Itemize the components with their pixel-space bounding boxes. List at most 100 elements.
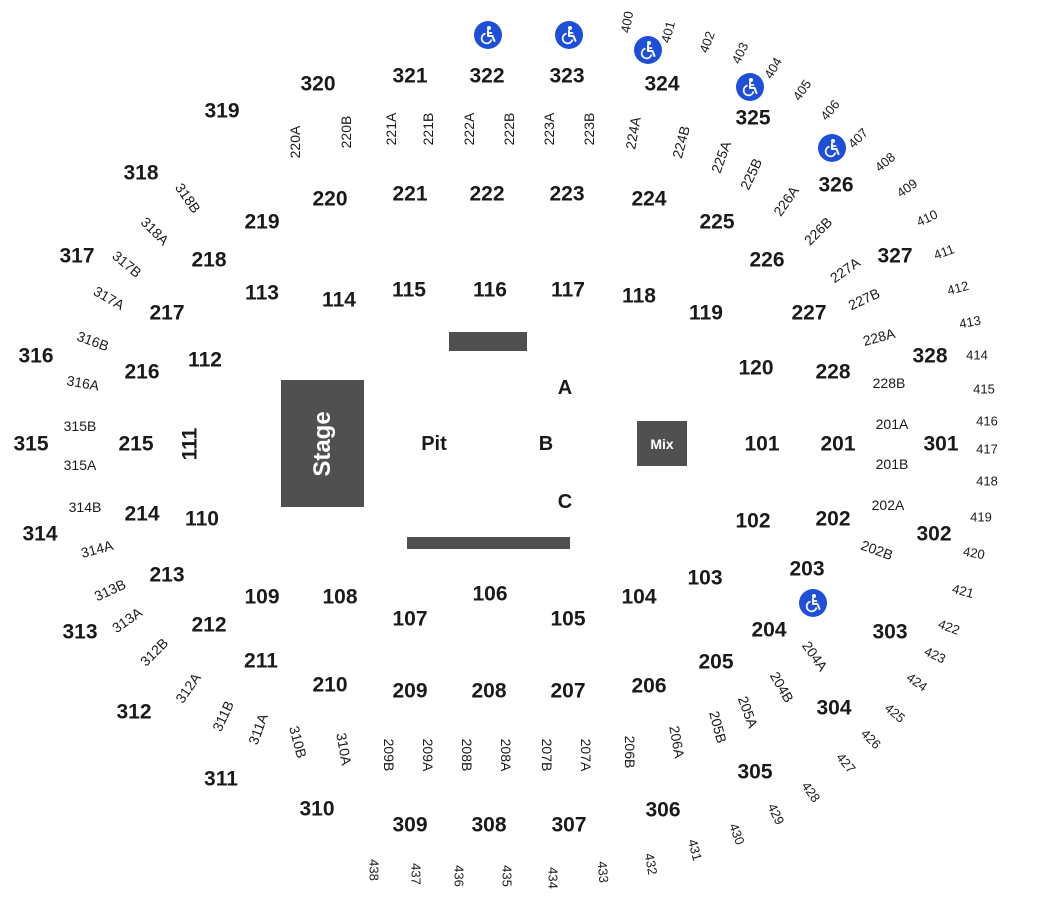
section-409[interactable]: 409 — [893, 175, 921, 201]
section-202[interactable]: 202 — [815, 507, 851, 531]
section-400[interactable]: 400 — [617, 10, 637, 34]
section-212[interactable]: 212 — [191, 613, 227, 637]
section-101[interactable]: 101 — [744, 432, 780, 456]
section-223b[interactable]: 223B — [581, 112, 597, 146]
section-327[interactable]: 327 — [877, 244, 913, 268]
section-113[interactable]: 113 — [245, 281, 279, 305]
section-222a[interactable]: 222A — [461, 112, 477, 146]
section-325[interactable]: 325 — [735, 106, 771, 130]
section-428[interactable]: 428 — [798, 778, 824, 806]
section-304[interactable]: 304 — [816, 696, 852, 720]
section-311b[interactable]: 311B — [209, 698, 237, 734]
section-312[interactable]: 312 — [116, 700, 152, 724]
section-315[interactable]: 315 — [13, 432, 49, 456]
section-107[interactable]: 107 — [392, 607, 428, 631]
section-109[interactable]: 109 — [244, 585, 280, 609]
section-319[interactable]: 319 — [204, 99, 240, 123]
section-115[interactable]: 115 — [392, 278, 426, 302]
section-209[interactable]: 209 — [392, 679, 428, 703]
wheelchair-icon[interactable] — [474, 21, 502, 49]
section-227[interactable]: 227 — [791, 301, 827, 325]
section-427[interactable]: 427 — [833, 749, 859, 777]
section-302[interactable]: 302 — [916, 522, 952, 546]
section-310[interactable]: 310 — [299, 797, 335, 821]
section-215[interactable]: 215 — [118, 432, 154, 456]
floor-section-b[interactable]: B — [538, 433, 554, 455]
section-323[interactable]: 323 — [549, 64, 585, 88]
section-307[interactable]: 307 — [551, 813, 587, 837]
section-201a[interactable]: 201A — [875, 416, 909, 432]
section-313a[interactable]: 313A — [109, 604, 145, 636]
section-411[interactable]: 411 — [931, 241, 957, 263]
section-303[interactable]: 303 — [872, 620, 908, 644]
section-414[interactable]: 414 — [966, 347, 988, 363]
section-406[interactable]: 406 — [817, 96, 843, 124]
floor-pit[interactable]: Pit — [421, 433, 447, 455]
section-224a[interactable]: 224A — [622, 115, 644, 151]
section-205[interactable]: 205 — [698, 650, 734, 674]
section-316b[interactable]: 316B — [74, 327, 112, 355]
section-207[interactable]: 207 — [550, 679, 586, 703]
section-208[interactable]: 208 — [471, 679, 507, 703]
section-219[interactable]: 219 — [244, 210, 280, 234]
section-436[interactable]: 436 — [451, 865, 467, 887]
wheelchair-icon[interactable] — [799, 589, 827, 617]
section-424[interactable]: 424 — [903, 669, 931, 695]
section-308[interactable]: 308 — [471, 813, 507, 837]
section-422[interactable]: 422 — [936, 616, 962, 638]
section-119[interactable]: 119 — [689, 301, 723, 325]
section-221[interactable]: 221 — [392, 182, 428, 206]
section-105[interactable]: 105 — [550, 607, 586, 631]
section-312b[interactable]: 312B — [136, 634, 172, 670]
section-313[interactable]: 313 — [62, 620, 98, 644]
section-214[interactable]: 214 — [124, 502, 160, 526]
section-207a[interactable]: 207A — [578, 738, 594, 772]
section-120[interactable]: 120 — [738, 356, 774, 380]
section-405[interactable]: 405 — [789, 76, 815, 104]
section-112[interactable]: 112 — [188, 348, 222, 372]
section-211[interactable]: 211 — [244, 649, 278, 673]
section-111[interactable]: 111 — [178, 427, 202, 461]
section-403[interactable]: 403 — [728, 39, 752, 67]
section-104[interactable]: 104 — [621, 585, 657, 609]
section-204[interactable]: 204 — [751, 618, 787, 642]
section-220b[interactable]: 220B — [338, 115, 354, 149]
section-407[interactable]: 407 — [845, 125, 871, 151]
section-310b[interactable]: 310B — [286, 724, 310, 760]
section-220[interactable]: 220 — [312, 187, 348, 211]
stage[interactable]: Stage — [281, 380, 364, 507]
section-309[interactable]: 309 — [392, 813, 428, 837]
section-318[interactable]: 318 — [123, 161, 159, 185]
section-117[interactable]: 117 — [551, 278, 585, 302]
section-223[interactable]: 223 — [549, 182, 585, 206]
section-432[interactable]: 432 — [641, 852, 661, 876]
section-213[interactable]: 213 — [149, 563, 185, 587]
section-437[interactable]: 437 — [408, 863, 424, 885]
wheelchair-icon[interactable] — [818, 134, 846, 162]
section-206[interactable]: 206 — [631, 674, 667, 698]
section-433[interactable]: 433 — [594, 860, 612, 884]
section-416[interactable]: 416 — [976, 413, 998, 429]
section-320[interactable]: 320 — [300, 72, 336, 96]
section-317b[interactable]: 317B — [109, 247, 145, 281]
section-208b[interactable]: 208B — [459, 738, 475, 772]
section-326[interactable]: 326 — [818, 173, 854, 197]
section-205b[interactable]: 205B — [706, 709, 730, 745]
section-102[interactable]: 102 — [735, 509, 771, 533]
section-227b[interactable]: 227B — [845, 284, 883, 314]
section-401[interactable]: 401 — [657, 19, 679, 45]
section-228[interactable]: 228 — [815, 360, 851, 384]
floor-section-c[interactable]: C — [557, 491, 573, 513]
section-116[interactable]: 116 — [473, 278, 507, 302]
section-228a[interactable]: 228A — [861, 325, 897, 349]
section-310a[interactable]: 310A — [333, 731, 355, 767]
section-201[interactable]: 201 — [820, 432, 856, 456]
section-209b[interactable]: 209B — [381, 738, 397, 772]
section-314b[interactable]: 314B — [68, 499, 102, 515]
section-203[interactable]: 203 — [789, 557, 825, 581]
floor-section-a[interactable]: A — [557, 377, 573, 399]
section-202b[interactable]: 202B — [858, 536, 896, 564]
section-217[interactable]: 217 — [149, 301, 185, 325]
section-318b[interactable]: 318B — [172, 180, 204, 216]
section-412[interactable]: 412 — [945, 277, 971, 299]
